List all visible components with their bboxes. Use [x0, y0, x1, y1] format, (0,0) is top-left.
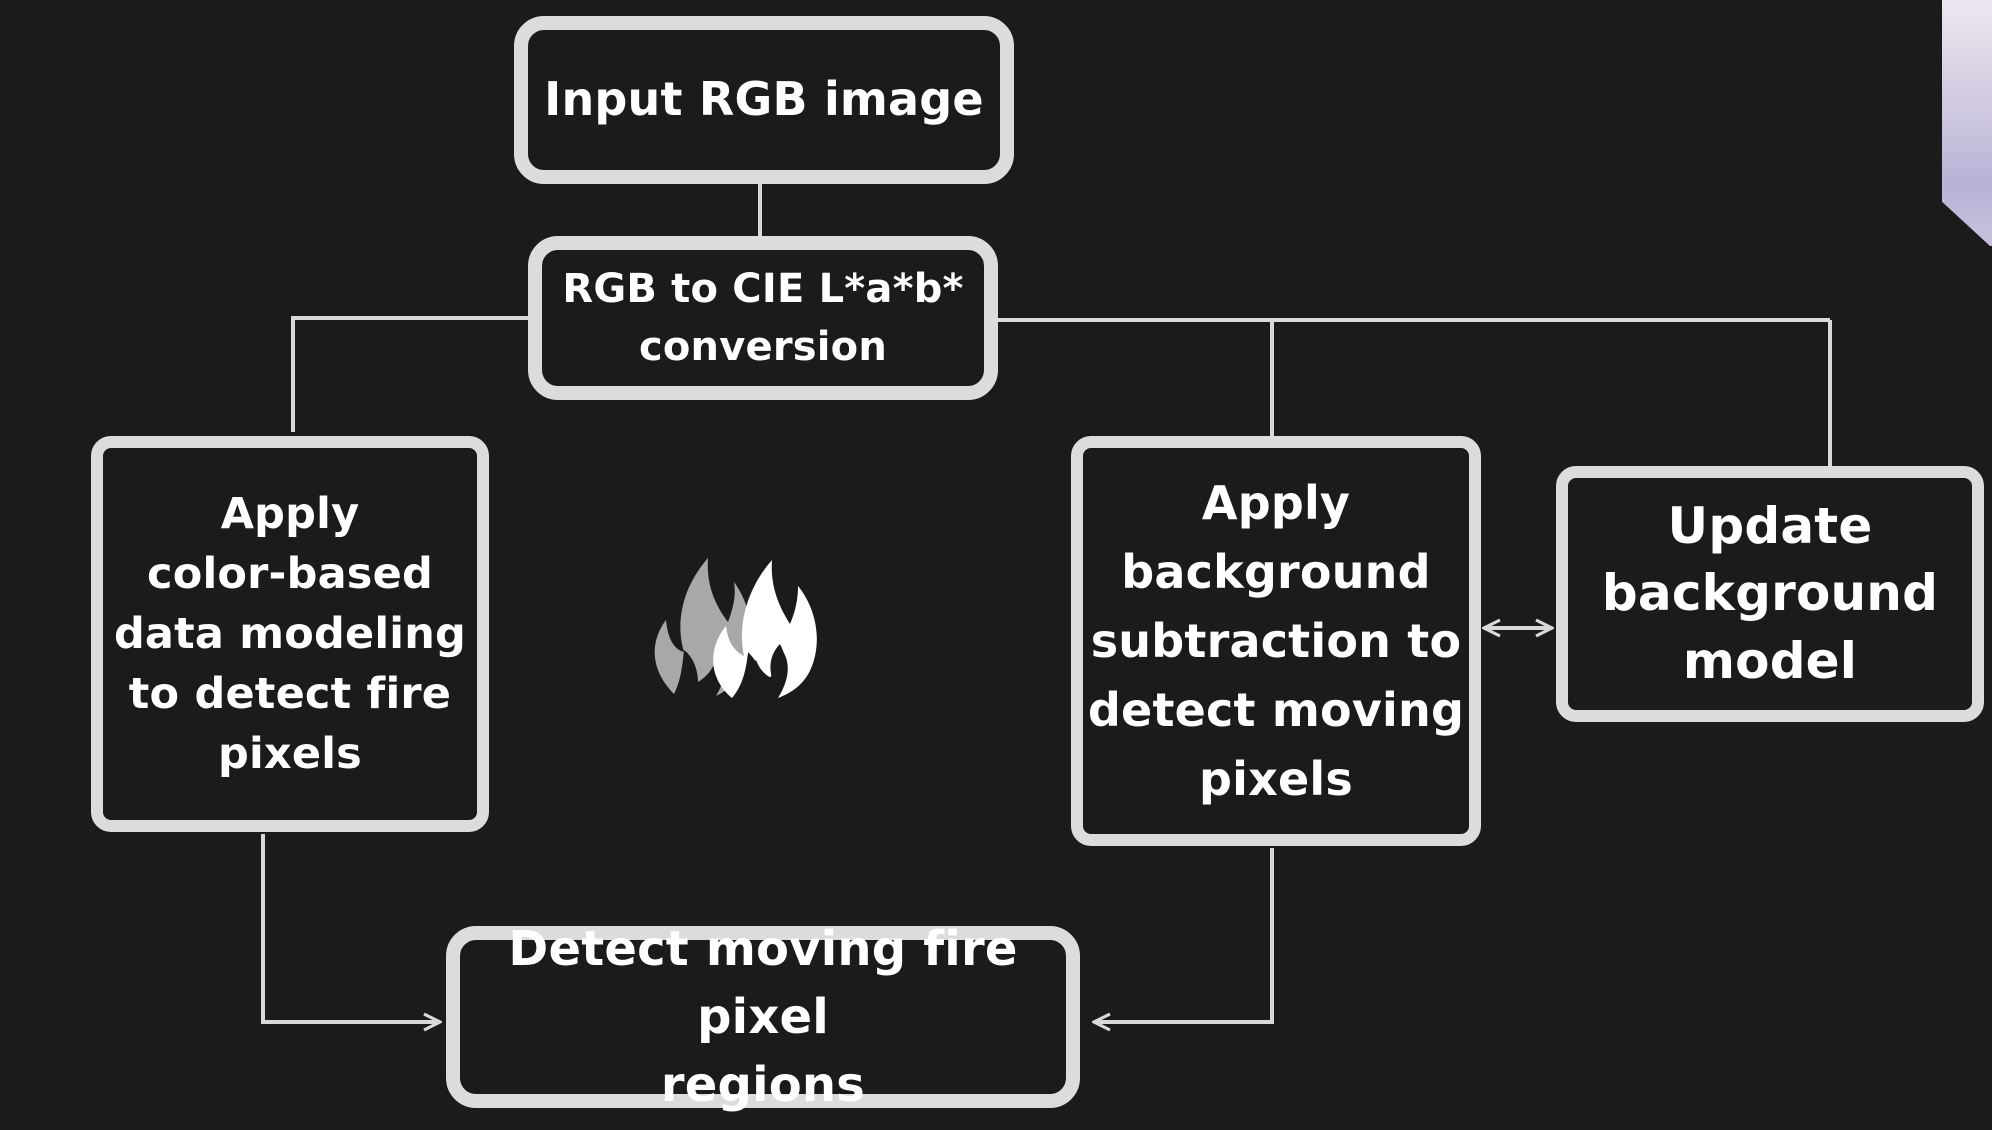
update-background-label: Update background model	[1601, 496, 1939, 690]
fire-icon	[654, 558, 817, 698]
detect-fire-regions-label: Detect moving fire pixel regions	[508, 920, 1018, 1114]
input-rgb-image-label: Input RGB image	[544, 72, 984, 127]
background-subtraction-box: Apply background subtraction to detect m…	[1071, 436, 1481, 846]
color-modeling-box: Apply color-based data modeling to detec…	[91, 436, 489, 832]
input-rgb-image-box: Input RGB image	[514, 16, 1014, 184]
lab-conversion-label: RGB to CIE L*a*b* conversion	[562, 266, 964, 370]
corner-image-fragment	[1942, 0, 1992, 246]
connector-color-to-detect	[261, 834, 440, 1022]
connector-convert-to-color	[291, 316, 528, 432]
background-subtraction-label: Apply background subtraction to detect m…	[1087, 475, 1465, 806]
detect-fire-regions-box: Detect moving fire pixel regions	[446, 921, 1080, 1113]
connector-bgsub-to-detect	[1094, 848, 1274, 1022]
color-modeling-label: Apply color-based data modeling to detec…	[113, 488, 467, 780]
lab-conversion-box: RGB to CIE L*a*b* conversion	[528, 236, 998, 400]
update-background-box: Update background model	[1556, 466, 1984, 722]
